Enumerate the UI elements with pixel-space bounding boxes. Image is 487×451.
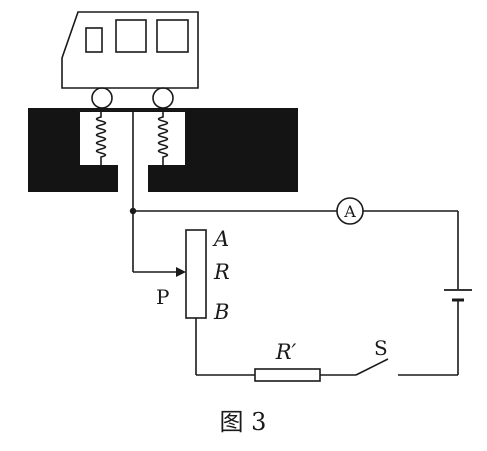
truck-body xyxy=(61,11,199,89)
circuit: A S R′ A R B P xyxy=(129,197,472,382)
truck-wheel-right xyxy=(152,87,174,109)
spring-right xyxy=(157,112,169,165)
slider-label: P xyxy=(156,285,169,309)
rheostat xyxy=(185,229,207,319)
slider-arrowhead xyxy=(176,267,186,277)
cargo-box-right xyxy=(156,19,189,53)
figure-caption: 图 3 xyxy=(220,408,267,436)
cargo-box-left xyxy=(115,19,147,53)
fixed-resistor xyxy=(254,368,321,382)
truck xyxy=(61,11,199,109)
switch-label: S xyxy=(374,336,388,360)
terminal-b-label: B xyxy=(213,300,229,324)
switch-blade xyxy=(355,358,389,376)
spring-left xyxy=(95,112,107,165)
fixed-resistor-label: R′ xyxy=(275,340,297,364)
truck-window xyxy=(85,27,103,53)
base-block xyxy=(28,108,298,192)
ammeter-label: A xyxy=(343,202,356,221)
weighbridge-base xyxy=(28,108,298,211)
rheostat-label: R xyxy=(213,260,230,284)
truck-wheel-left xyxy=(91,87,113,109)
terminal-a-label: A xyxy=(212,227,229,251)
